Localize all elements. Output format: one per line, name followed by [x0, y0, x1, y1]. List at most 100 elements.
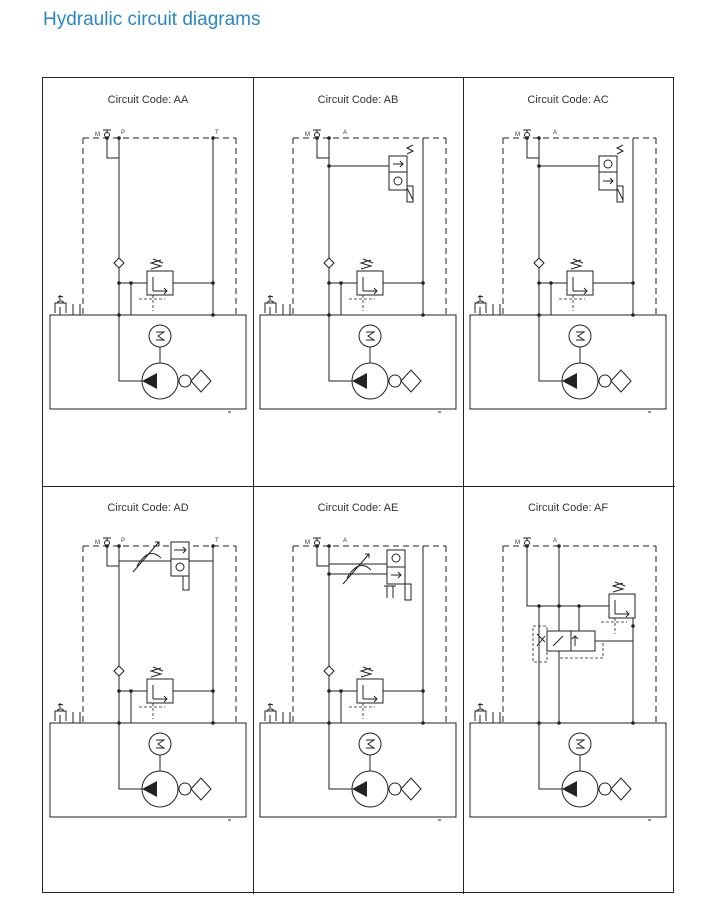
ball-check-icon	[393, 176, 403, 186]
junction-dot	[327, 721, 331, 725]
junction-dot	[117, 281, 121, 285]
motor-icon	[576, 331, 586, 341]
pilot-line	[139, 295, 165, 311]
spring-icon	[359, 666, 374, 678]
motor-icon	[148, 732, 172, 756]
circuit-code-label: Circuit Code: AD	[107, 502, 188, 514]
circuit-cell-af: Circuit Code: AF M A	[463, 486, 673, 894]
suction-line	[118, 315, 142, 382]
suction-line	[328, 723, 352, 790]
suction-line	[328, 315, 352, 382]
strainer-icon	[178, 782, 192, 796]
spool-valve	[546, 630, 572, 652]
pilot-line	[349, 295, 375, 311]
junction-dot	[211, 544, 215, 548]
adjustable-spring-icon	[536, 633, 546, 647]
motor-icon	[366, 739, 376, 749]
circuit-code-label: Circuit Code: AC	[527, 94, 608, 106]
solenoid-coil	[616, 187, 624, 201]
motor-icon	[366, 331, 376, 341]
filter-icon	[400, 369, 422, 393]
circuit-diagram: Circuit Code: AB M A	[259, 94, 457, 413]
gauge-line	[526, 138, 539, 159]
strainer-icon	[178, 374, 192, 388]
relief-arrow-icon	[152, 685, 168, 703]
pressure-line	[538, 606, 580, 723]
junction-dot	[557, 604, 561, 608]
pilot-line	[139, 703, 165, 719]
pressure-line	[526, 546, 613, 607]
relief-arrow-icon	[614, 600, 630, 618]
circuit-diagram: Circuit Code: AF M A	[469, 502, 667, 821]
filter-icon	[190, 777, 212, 801]
spring-icon	[149, 258, 164, 270]
suction-line	[538, 723, 562, 790]
strainer-icon	[388, 782, 402, 796]
junction-dot	[537, 164, 541, 168]
filter-icon	[610, 777, 632, 801]
port-label: A	[343, 538, 347, 544]
spring-icon	[611, 581, 626, 593]
junction-dot	[327, 544, 331, 548]
junction-dot	[421, 313, 425, 317]
junction-dot	[117, 136, 121, 140]
relief-arrow-icon	[152, 277, 168, 295]
circuit-code-label: Circuit Code: AF	[528, 502, 608, 514]
junction-dot	[631, 313, 635, 317]
throttle-valve-icon	[342, 553, 372, 585]
flow-arrow-icon	[391, 571, 402, 579]
ball-check-icon	[175, 562, 185, 572]
grid-divider	[43, 486, 675, 487]
port-label: M	[515, 540, 520, 546]
circuit-code-label: Circuit Code: AB	[318, 94, 399, 106]
port-label: A	[553, 130, 557, 136]
check-valve-icon	[533, 257, 545, 269]
junction-dot	[117, 721, 121, 725]
port-label: M	[305, 132, 310, 138]
relief-arrow-icon	[572, 277, 588, 295]
strainer-icon	[388, 374, 402, 388]
suction-line	[118, 723, 142, 790]
port-label: A	[553, 538, 557, 544]
motor-icon	[358, 324, 382, 348]
port-label: M	[95, 540, 100, 546]
solenoid-coil	[404, 583, 412, 601]
junction-dot	[211, 721, 215, 725]
filter-icon	[400, 777, 422, 801]
filter-icon	[610, 369, 632, 393]
flow-arrow-icon	[603, 177, 614, 185]
relief-arrow-icon	[362, 685, 378, 703]
motor-icon	[156, 739, 166, 749]
port-label: A	[343, 130, 347, 136]
junction-dot	[327, 572, 331, 576]
tank	[259, 314, 457, 410]
spring-icon	[615, 144, 625, 155]
pump-arrow-icon	[352, 373, 367, 389]
spring-icon	[405, 144, 415, 155]
spring-icon	[149, 666, 164, 678]
junction-dot	[327, 689, 331, 693]
spring-icon	[359, 258, 374, 270]
junction-dot	[421, 721, 425, 725]
gauge-line	[316, 546, 329, 567]
circuit-code-label: Circuit Code: AE	[318, 502, 399, 514]
solenoid-coil	[182, 575, 190, 591]
pump-arrow-icon	[142, 781, 157, 797]
junction-dot	[211, 136, 215, 140]
junction-dot	[117, 544, 121, 548]
pump-arrow-icon	[352, 781, 367, 797]
motor-icon	[568, 732, 592, 756]
check-valve-icon	[113, 257, 125, 269]
check-valve-icon	[113, 665, 125, 677]
flow-arrow-icon	[174, 546, 187, 554]
pilot-line	[601, 618, 627, 634]
junction-dot	[117, 313, 121, 317]
pressure-line	[539, 165, 604, 174]
pilot-line	[559, 295, 585, 311]
